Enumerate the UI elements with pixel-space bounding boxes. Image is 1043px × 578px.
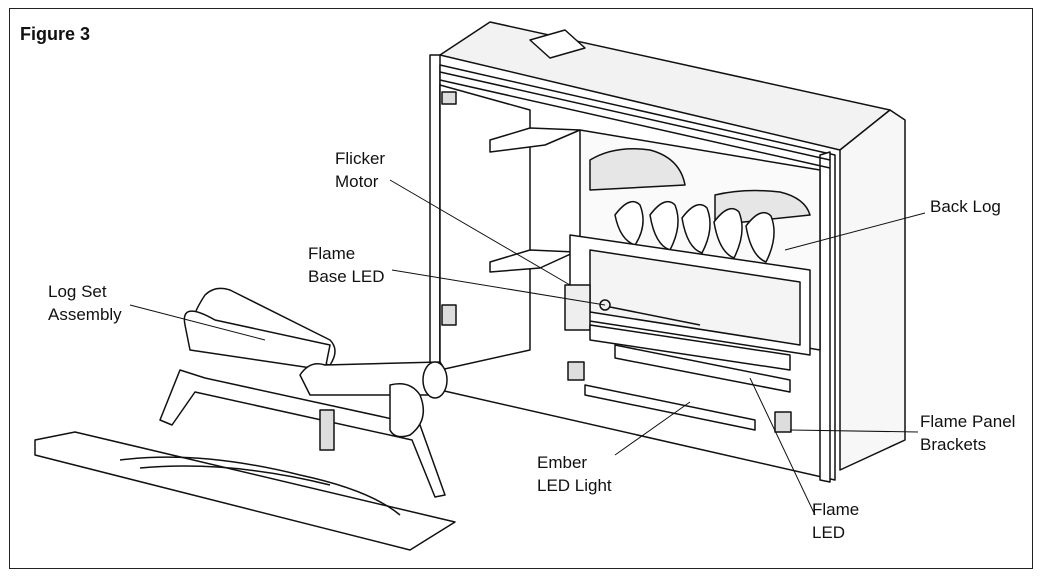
leader-lines [129,179,926,516]
flame-led-bar [614,344,791,393]
back-log [589,148,811,226]
label-back-log: Back Log [930,197,1001,216]
flame-panel-frame [569,234,811,356]
label-log-set-assembly: Log Set Assembly [48,282,122,324]
flame-panel-brackets [567,361,792,433]
label-flame-led: Flame LED [812,500,860,542]
flicker-motor [564,284,701,331]
label-flicker-motor: Flicker Motor [335,149,386,191]
log-set-grate [159,369,446,498]
label-flame-panel-brackets: Flame Panel Brackets [920,412,1016,454]
figure-title: Figure 3 [20,24,91,44]
flames [614,200,775,263]
log-set-logs [183,287,448,438]
flame-base-led [589,324,791,371]
label-flame-base-led: Flame Base LED [308,244,385,286]
shelves [489,127,581,273]
ember-bed [34,431,456,551]
label-ember-led-light: Ember LED Light [537,453,612,495]
firebox-side-wall [439,84,531,371]
ember-led-strip [584,384,756,431]
